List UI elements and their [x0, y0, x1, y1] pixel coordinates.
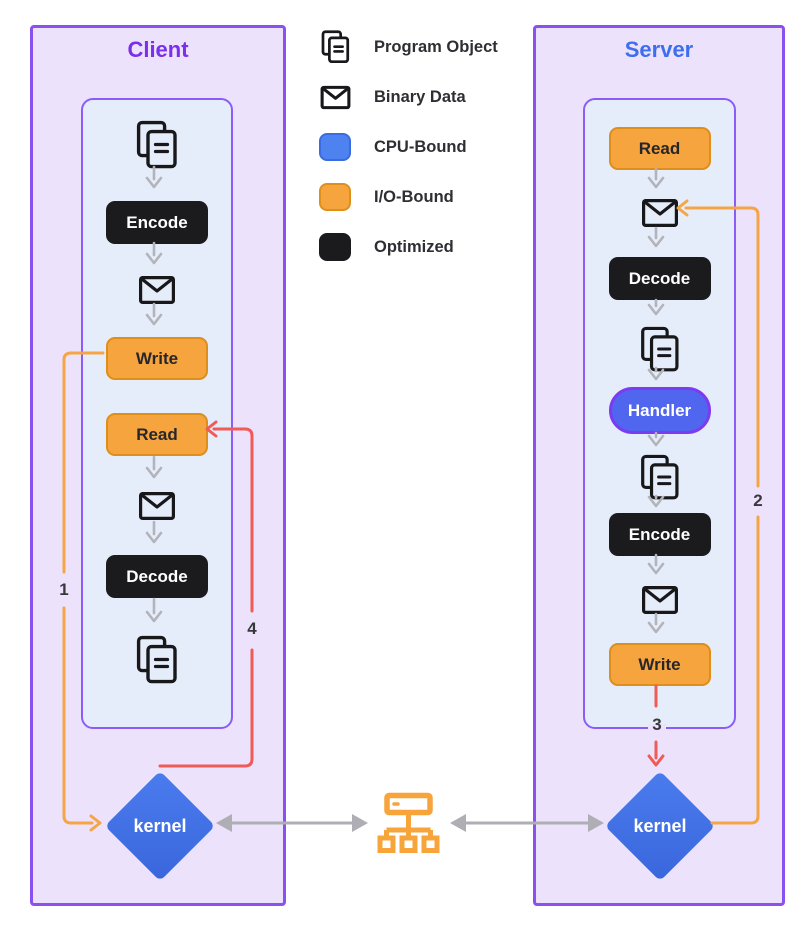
client-write-step: Write — [106, 337, 208, 380]
program-object-icon — [136, 635, 178, 685]
optimized-swatch — [318, 233, 352, 261]
sequence-label-4: 4 — [243, 617, 261, 641]
client-decode-step: Decode — [106, 555, 208, 598]
client-pipeline-box: Encode Write Read Decode — [81, 98, 233, 729]
legend-item-cpu-bound: CPU-Bound — [318, 130, 498, 164]
server-pipeline-box: Read Decode Handler Encode Write — [583, 98, 736, 729]
binary-data-icon — [641, 585, 679, 615]
sequence-label-2: 2 — [749, 489, 767, 513]
program-object-icon — [640, 326, 680, 373]
program-object-icon — [136, 120, 178, 170]
legend-item-binary-data: Binary Data — [318, 80, 498, 114]
client-title: Client — [127, 37, 189, 62]
legend-item-optimized: Optimized — [318, 230, 498, 264]
server-encode-step: Encode — [608, 513, 711, 556]
legend-item-io-bound: I/O-Bound — [318, 180, 498, 214]
program-object-icon — [318, 30, 352, 64]
client-read-step: Read — [106, 413, 208, 456]
server-handler-step: Handler — [608, 387, 711, 434]
server-decode-step: Decode — [608, 257, 711, 300]
binary-data-icon — [138, 275, 176, 305]
server-write-step: Write — [608, 643, 711, 686]
sequence-label-1: 1 — [55, 578, 73, 602]
legend: Program Object Binary Data CPU-Bound I/O… — [318, 30, 498, 264]
binary-data-icon — [138, 491, 176, 521]
binary-data-icon — [641, 198, 679, 228]
io-bound-swatch — [318, 183, 352, 211]
cpu-bound-swatch — [318, 133, 352, 161]
server-read-step: Read — [608, 127, 711, 170]
legend-item-program-object: Program Object — [318, 30, 498, 64]
network-icon — [375, 791, 441, 855]
server-title: Server — [624, 37, 694, 62]
binary-data-icon — [318, 85, 352, 110]
client-kernel: kernel — [104, 770, 216, 882]
program-object-icon — [640, 454, 680, 501]
server-panel: Server Read Decode Handler Encode Write … — [533, 25, 785, 906]
server-kernel: kernel — [604, 770, 716, 882]
client-panel: Client Encode Write Read Decode kernel — [30, 25, 286, 906]
sequence-label-3: 3 — [648, 713, 666, 737]
client-encode-step: Encode — [106, 201, 208, 244]
